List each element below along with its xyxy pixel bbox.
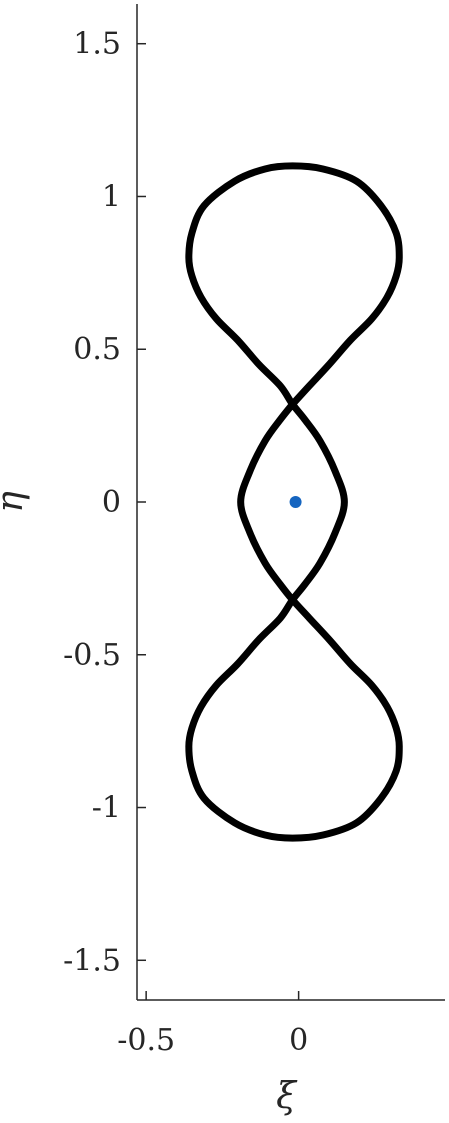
x-tick-label: -0.5: [117, 1023, 175, 1058]
x-axis-label: ξ: [276, 1076, 298, 1117]
y-axis-label: η: [0, 491, 31, 513]
y-tick-label: 1.5: [73, 27, 121, 62]
figure-eight-orbit-line: [185, 162, 403, 842]
y-tick-label: -0.5: [63, 638, 121, 673]
x-tick-label: 0: [289, 1023, 308, 1058]
y-tick-label: -1: [92, 791, 121, 826]
y-tick-label: 0: [102, 485, 121, 520]
point-layer: [289, 496, 302, 508]
y-tick-label: 0.5: [73, 332, 121, 367]
curve-layer: [185, 162, 403, 842]
origin-point-marker: [289, 496, 302, 508]
y-tick-label: 1: [102, 179, 121, 214]
ticks-layer: 1.5 1 0.5 0 -0.5 -1 -1.5 -0.5 0: [63, 27, 308, 1058]
y-tick-label: -1.5: [63, 943, 121, 978]
